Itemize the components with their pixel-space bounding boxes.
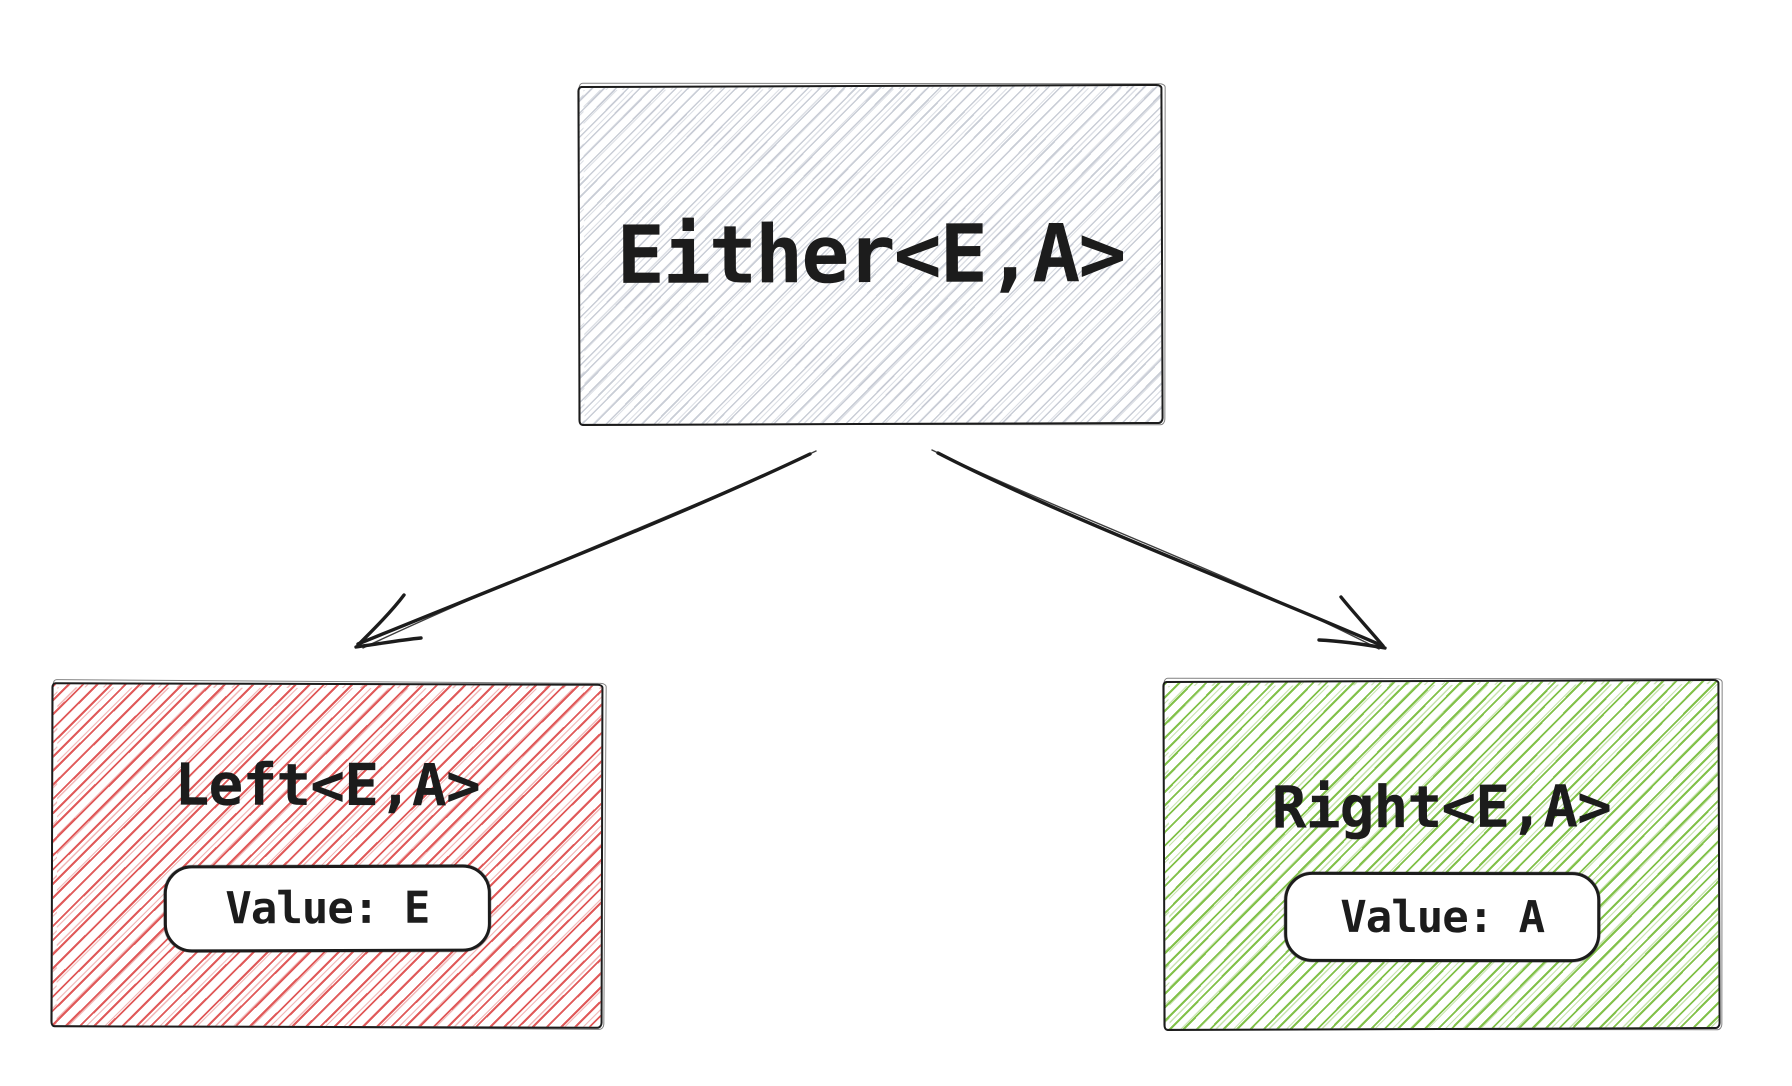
node-right-label: Right<E,A> (1271, 772, 1612, 842)
node-right-value-label: Value: A (1339, 891, 1544, 943)
node-right: Right<E,A> Value: A (1162, 679, 1721, 1031)
arrow-to-left-icon (354, 450, 817, 649)
node-left-value-label: Value: E (224, 882, 429, 935)
node-left-label: Left<E,A> (174, 750, 480, 820)
node-left: Left<E,A> Value: E (50, 682, 604, 1029)
arrow-to-right-icon (931, 449, 1387, 650)
node-either: Either<E,A> (577, 83, 1164, 427)
node-left-value-pill: Value: E (163, 864, 491, 953)
node-right-value-pill: Value: A (1283, 871, 1600, 963)
node-either-label: Either<E,A> (616, 207, 1125, 302)
